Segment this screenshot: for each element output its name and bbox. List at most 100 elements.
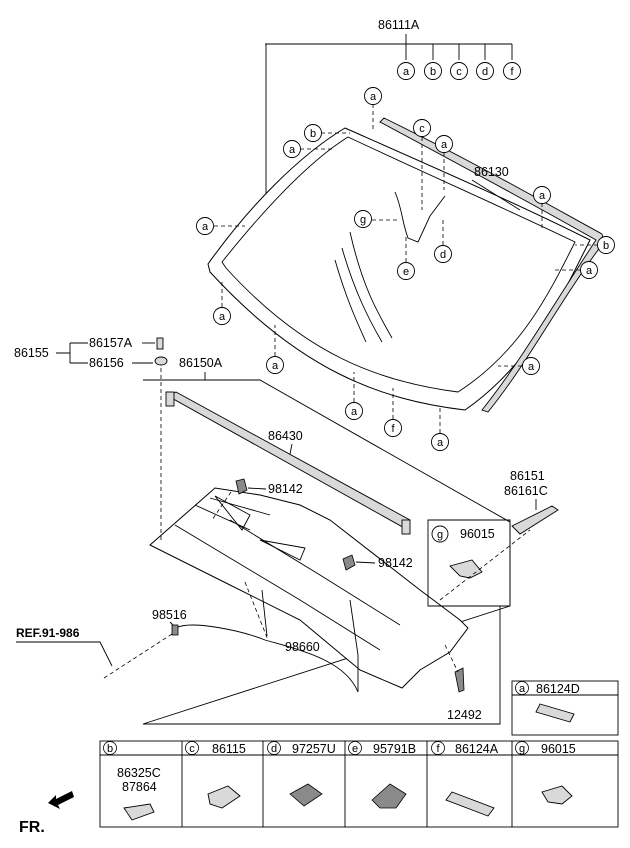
- legend-b-callout[interactable]: b: [103, 741, 117, 756]
- callout-b-1[interactable]: b: [304, 124, 322, 142]
- leader-86430: [289, 443, 293, 455]
- legend-g-icon: [541, 785, 573, 805]
- legend-b-part-2[interactable]: 87864: [122, 780, 157, 794]
- callout-a-2[interactable]: a: [283, 140, 301, 158]
- windshield-molding[interactable]: [379, 117, 605, 413]
- callout-a-3[interactable]: a: [435, 135, 453, 153]
- label-86151[interactable]: 86151: [510, 469, 545, 483]
- svg-text:a: a: [441, 139, 448, 151]
- washer-nozzle-1[interactable]: [235, 478, 248, 495]
- svg-text:b: b: [603, 240, 609, 252]
- callout-a-10[interactable]: a: [345, 402, 363, 420]
- legend-a-callout[interactable]: a: [515, 681, 529, 696]
- svg-text:a: a: [528, 361, 535, 373]
- legend-d-callout[interactable]: d: [267, 741, 281, 756]
- svg-text:a: a: [586, 265, 593, 277]
- callout-b-2[interactable]: b: [597, 236, 615, 254]
- callout-a-5[interactable]: a: [196, 217, 214, 235]
- svg-text:e: e: [352, 743, 358, 755]
- legend-c-callout[interactable]: c: [185, 741, 199, 756]
- callout-a-11[interactable]: a: [431, 433, 449, 451]
- reflection-line-1: [349, 231, 393, 339]
- label-98516[interactable]: 98516: [152, 608, 187, 622]
- leader-86155: [56, 342, 88, 364]
- bolt-icon[interactable]: [156, 337, 164, 350]
- legend-g-part[interactable]: 96015: [541, 742, 576, 756]
- legend-a-part[interactable]: 86124D: [536, 682, 580, 696]
- label-98142-1[interactable]: 98142: [268, 482, 303, 496]
- washer-hose[interactable]: [175, 589, 359, 693]
- callout-a-7[interactable]: a: [213, 307, 231, 325]
- callout-a-9[interactable]: a: [522, 357, 540, 375]
- legend-g-callout[interactable]: g: [515, 741, 529, 756]
- label-86150a[interactable]: 86150A: [179, 356, 223, 370]
- label-98142-2[interactable]: 98142: [378, 556, 413, 570]
- svg-text:a: a: [539, 190, 546, 202]
- svg-text:a: a: [519, 683, 526, 695]
- front-indicator: FR.: [19, 791, 74, 836]
- legend-f-callout[interactable]: f: [431, 741, 445, 756]
- callout-a-1[interactable]: a: [364, 87, 382, 105]
- windshield-group: 86111A 86130 a b c d: [196, 18, 615, 451]
- svg-text:d: d: [440, 249, 446, 261]
- callout-c-1[interactable]: c: [413, 119, 431, 137]
- nut-icon[interactable]: [154, 356, 168, 366]
- callout-a-4[interactable]: a: [533, 186, 551, 204]
- leader-detail-g: [439, 529, 531, 601]
- front-label: FR.: [19, 819, 45, 836]
- label-ref[interactable]: REF.91-986: [16, 626, 80, 640]
- legend-d-part[interactable]: 97257U: [292, 742, 336, 756]
- label-86111a[interactable]: 86111A: [378, 18, 420, 32]
- label-86157a[interactable]: 86157A: [89, 336, 133, 350]
- callout-d-1[interactable]: d: [434, 245, 452, 263]
- screw-icon[interactable]: [454, 667, 465, 693]
- callout-e-1[interactable]: e: [397, 262, 415, 280]
- label-12492[interactable]: 12492: [447, 708, 482, 722]
- callout-a-8[interactable]: a: [266, 356, 284, 374]
- leader-86130: [471, 179, 521, 211]
- leader-ref-dash: [103, 633, 173, 679]
- callout-f-1[interactable]: f: [384, 419, 402, 437]
- detail-g-part[interactable]: 96015: [460, 527, 495, 541]
- svg-text:b: b: [310, 128, 316, 140]
- cowl-grille: [214, 495, 306, 561]
- callout-a-top[interactable]: a: [397, 62, 415, 80]
- sensor-area: [394, 191, 446, 243]
- garnish-group: 86155 86157A 86156: [14, 336, 168, 370]
- legend-f-part[interactable]: 86124A: [455, 742, 499, 756]
- hose-connector[interactable]: [171, 624, 179, 636]
- leader-86111a: [265, 34, 513, 226]
- legend-e-callout[interactable]: e: [348, 741, 362, 756]
- label-86130[interactable]: 86130: [474, 165, 509, 179]
- cowl-top-cover[interactable]: [149, 487, 469, 689]
- legend-b-part-1[interactable]: 86325C: [117, 766, 161, 780]
- callout-f-top[interactable]: f: [503, 62, 521, 80]
- leader-98142-1: [247, 487, 267, 490]
- label-86156[interactable]: 86156: [89, 356, 124, 370]
- legend-c-part[interactable]: 86115: [212, 742, 246, 756]
- callout-b-top[interactable]: b: [424, 62, 442, 80]
- label-98660[interactable]: 98660: [285, 640, 320, 654]
- reflection-line-2: [341, 247, 383, 343]
- legend-b-icon: [123, 803, 155, 821]
- side-cover[interactable]: [511, 505, 559, 535]
- leader-ref: [16, 641, 113, 667]
- detail-g-callout[interactable]: g: [431, 525, 449, 543]
- callout-d-top[interactable]: d: [476, 62, 494, 80]
- legend-a-cell: [511, 680, 619, 736]
- svg-text:f: f: [436, 743, 440, 755]
- label-86430[interactable]: 86430: [268, 429, 303, 443]
- washer-nozzle-2[interactable]: [342, 554, 356, 571]
- front-arrow-icon: [48, 791, 74, 809]
- svg-text:a: a: [219, 311, 226, 323]
- callout-g-1[interactable]: g: [354, 210, 372, 228]
- legend-e-part[interactable]: 95791B: [373, 742, 416, 756]
- svg-text:g: g: [437, 529, 443, 541]
- callout-a-6[interactable]: a: [580, 261, 598, 279]
- svg-text:f: f: [510, 66, 514, 78]
- windshield-inner-edge: [221, 136, 576, 393]
- callout-c-top[interactable]: c: [450, 62, 468, 80]
- label-86161c[interactable]: 86161C: [504, 484, 548, 498]
- label-86155[interactable]: 86155: [14, 346, 49, 360]
- clip-96015-detail[interactable]: [449, 559, 483, 579]
